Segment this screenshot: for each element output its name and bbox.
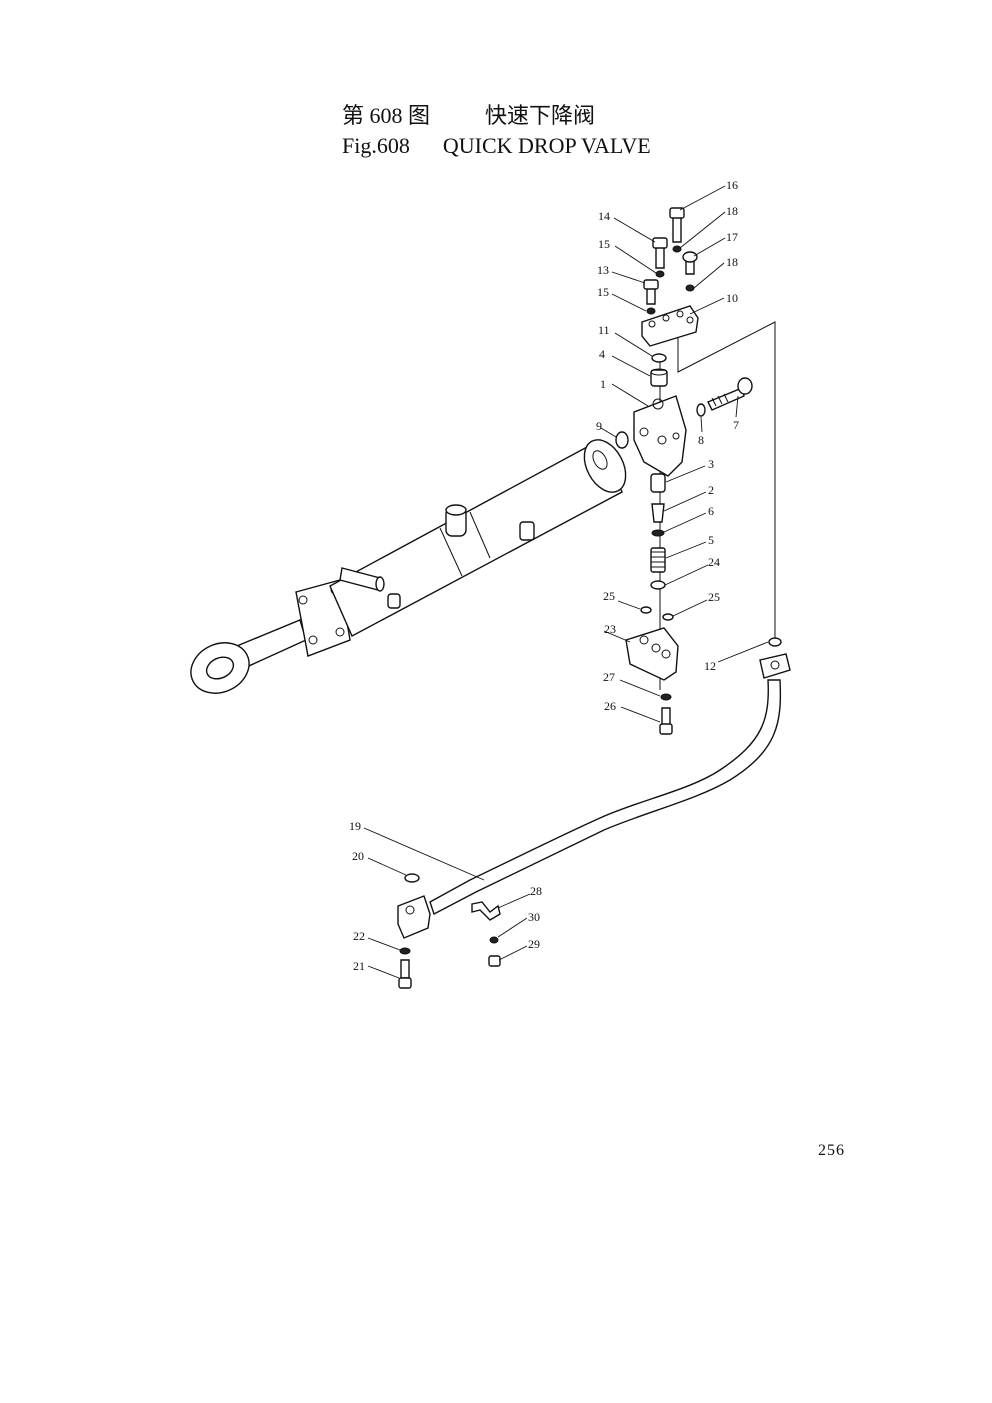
callout-11: 11 bbox=[598, 323, 610, 337]
callout-20: 20 bbox=[352, 849, 364, 863]
callout-1: 1 bbox=[600, 377, 606, 391]
callout-24: 24 bbox=[708, 555, 720, 569]
callout-5: 5 bbox=[708, 533, 714, 547]
callout-26: 26 bbox=[604, 699, 616, 713]
callout-4: 4 bbox=[599, 347, 605, 361]
callout-30: 30 bbox=[528, 910, 540, 924]
page-number: 256 bbox=[818, 1142, 845, 1159]
figure-title-english: Fig.608 QUICK DROP VALVE bbox=[342, 133, 651, 159]
callout-28: 28 bbox=[530, 884, 542, 898]
callout-3: 3 bbox=[708, 457, 714, 471]
callout-8: 8 bbox=[698, 433, 704, 447]
callout-27: 27 bbox=[603, 670, 615, 684]
figure-number-cn: 第 608 图 bbox=[342, 103, 431, 128]
callout-14: 14 bbox=[598, 209, 610, 223]
callout-9: 9 bbox=[596, 419, 602, 433]
tube-assembly bbox=[397, 637, 791, 989]
callout-17: 17 bbox=[726, 230, 738, 244]
callout-25-right: 25 bbox=[708, 590, 720, 604]
callout-29: 29 bbox=[528, 937, 540, 951]
callout-10: 10 bbox=[726, 291, 738, 305]
figure-name-en: QUICK DROP VALVE bbox=[442, 133, 651, 158]
callout-15-top: 15 bbox=[598, 237, 610, 251]
leader-lines bbox=[363, 185, 769, 979]
callout-22: 22 bbox=[353, 929, 365, 943]
figure-title-chinese: 第 608 图 快速下降阀 bbox=[342, 98, 595, 130]
callout-6: 6 bbox=[708, 504, 714, 518]
callout-23: 23 bbox=[604, 622, 616, 636]
callout-18-top: 18 bbox=[726, 204, 738, 218]
callout-21: 21 bbox=[353, 959, 365, 973]
valve-stack bbox=[615, 207, 776, 735]
callout-16: 16 bbox=[726, 178, 738, 192]
callout-18-bottom: 18 bbox=[726, 255, 738, 269]
hydraulic-cylinder bbox=[190, 439, 627, 694]
callout-13: 13 bbox=[597, 263, 609, 277]
callout-7: 7 bbox=[733, 418, 739, 432]
callout-2: 2 bbox=[708, 483, 714, 497]
callout-15-bottom: 15 bbox=[597, 285, 609, 299]
callout-labels: 16 14 18 15 17 13 18 15 10 11 4 1 9 8 7 … bbox=[349, 178, 739, 973]
callout-25-left: 25 bbox=[603, 589, 615, 603]
figure-name-cn: 快速下降阀 bbox=[485, 103, 596, 128]
callout-12: 12 bbox=[704, 659, 716, 673]
callout-19: 19 bbox=[349, 819, 361, 833]
figure-number-en: Fig.608 bbox=[342, 133, 410, 158]
